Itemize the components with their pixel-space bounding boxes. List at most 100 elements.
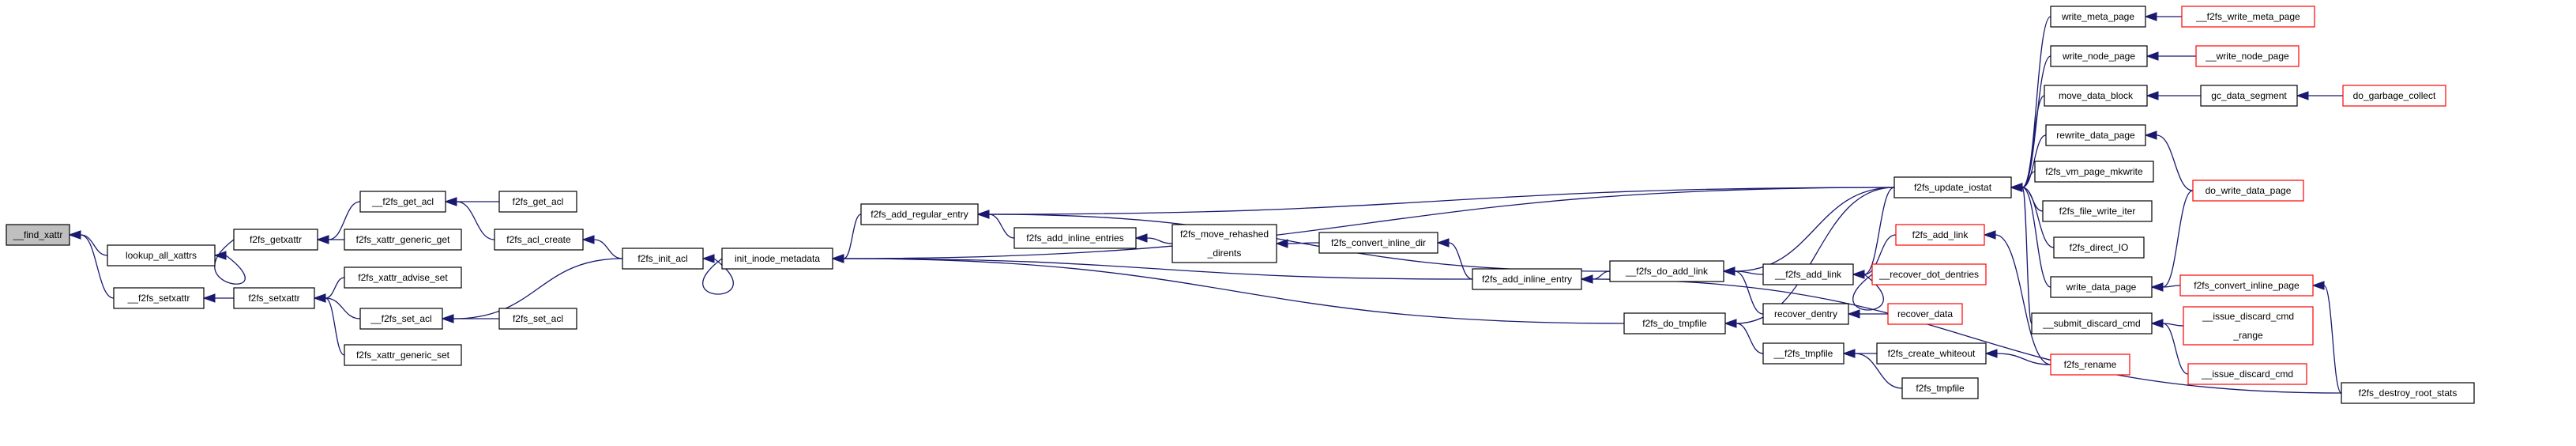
function-node[interactable]: __submit_discard_cmd — [2031, 312, 2153, 334]
function-node[interactable]: __issue_discard_cmd — [2187, 363, 2307, 385]
call-edge — [1842, 349, 1903, 389]
function-node-box — [1762, 303, 1849, 325]
function-node[interactable]: write_meta_page — [2050, 6, 2146, 28]
function-node[interactable]: f2fs_add_link — [1895, 224, 1985, 246]
function-node[interactable]: __issue_discard_cmd_range — [2183, 306, 2314, 346]
function-node[interactable]: f2fs_file_write_iter — [2042, 200, 2153, 222]
function-node[interactable]: f2fs_create_whiteout — [1876, 342, 1987, 365]
call-edge-line — [1734, 187, 1895, 272]
function-node-label: f2fs_convert_inline_page — [2194, 280, 2300, 291]
call-edge-line — [2021, 95, 2045, 188]
function-node[interactable]: rewrite_data_page — [2045, 124, 2146, 146]
function-node[interactable]: f2fs_convert_inline_dir — [1318, 232, 1438, 254]
function-node-label: f2fs_update_iostat — [1914, 182, 1992, 193]
call-edge — [1275, 239, 1320, 248]
function-node[interactable]: move_data_block — [2044, 85, 2148, 107]
call-edge-line — [1854, 353, 1903, 389]
function-node-box — [1609, 260, 1724, 282]
function-node[interactable]: f2fs_do_tmpfile — [1623, 312, 1726, 334]
call-edge — [213, 239, 246, 285]
function-node-label: f2fs_create_whiteout — [1888, 348, 1976, 359]
function-node-label: __f2fs_setxattr — [127, 293, 190, 304]
function-node-label: f2fs_direct_IO — [2070, 242, 2129, 253]
function-node[interactable]: f2fs_update_iostat — [1893, 176, 2012, 198]
call-edge-arrowhead — [1580, 274, 1593, 284]
function-node[interactable]: recover_dentry — [1762, 303, 1849, 325]
function-node[interactable]: __write_node_page — [2195, 45, 2300, 67]
function-node[interactable]: write_data_page — [2050, 276, 2153, 298]
function-node-label: write_meta_page — [2061, 11, 2134, 22]
function-node[interactable]: f2fs_xattr_generic_get — [344, 229, 462, 251]
call-edge-line — [702, 258, 734, 295]
function-node[interactable]: f2fs_convert_inline_page — [2179, 274, 2314, 297]
call-edge-arrowhead — [2144, 130, 2157, 140]
function-node-box — [2050, 45, 2148, 67]
function-node-box — [2192, 180, 2304, 202]
function-node[interactable]: f2fs_direct_IO — [2053, 236, 2145, 259]
function-node[interactable]: f2fs_destroy_root_stats — [2341, 382, 2475, 404]
call-edge-arrowhead — [581, 235, 595, 244]
call-edge-line — [2021, 187, 2033, 324]
function-node-label: f2fs_getxattr — [250, 234, 302, 245]
function-node[interactable]: f2fs_add_inline_entries — [1013, 227, 1137, 249]
function-node[interactable]: f2fs_set_acl — [498, 308, 577, 330]
function-node-box — [2342, 85, 2446, 107]
call-edge — [2311, 281, 2342, 394]
function-node[interactable]: f2fs_xattr_generic_set — [344, 344, 462, 366]
function-node[interactable]: f2fs_tmpfile — [1901, 377, 1979, 399]
call-edge-line — [2156, 134, 2194, 191]
function-node[interactable]: __f2fs_tmpfile — [1762, 342, 1845, 365]
call-edge-line — [593, 239, 623, 259]
function-node[interactable]: recover_data — [1887, 303, 1963, 325]
function-node-label: f2fs_xattr_generic_set — [356, 350, 450, 361]
function-node[interactable]: do_write_data_page — [2192, 180, 2304, 202]
function-node-label: __f2fs_do_add_link — [1625, 266, 1709, 277]
function-node[interactable]: f2fs_acl_create — [494, 229, 584, 251]
function-node-box — [2179, 274, 2314, 297]
function-node-box — [2187, 363, 2307, 385]
function-node-label: f2fs_tmpfile — [1916, 383, 1965, 394]
function-node[interactable]: write_node_page — [2050, 45, 2148, 67]
function-node[interactable]: f2fs_init_acl — [622, 248, 704, 270]
function-node-box — [1762, 263, 1854, 285]
function-node[interactable]: f2fs_add_inline_entry — [1472, 268, 1582, 290]
function-node[interactable]: f2fs_add_regular_entry — [860, 203, 979, 225]
function-node[interactable]: init_inode_metadata — [721, 248, 833, 270]
function-node-box — [1895, 224, 1985, 246]
function-node[interactable]: f2fs_setxattr — [233, 287, 315, 309]
function-node[interactable]: __recover_dot_dentries — [1871, 263, 1987, 285]
function-node-box — [359, 308, 443, 330]
function-node[interactable]: __f2fs_setxattr — [113, 287, 205, 309]
function-node[interactable]: __f2fs_set_acl — [359, 308, 443, 330]
call-edge — [1580, 274, 2342, 394]
call-edge-arrowhead — [441, 314, 454, 323]
function-node-box — [2044, 85, 2148, 107]
call-edge-arrowhead — [316, 235, 329, 244]
function-node[interactable]: f2fs_move_rehashed_dirents — [1171, 224, 1277, 263]
call-edge-arrowhead — [2145, 51, 2159, 61]
call-edge-line — [988, 187, 1895, 215]
function-node-box — [344, 229, 462, 251]
call-edge — [68, 230, 115, 299]
function-node-box — [2042, 200, 2153, 222]
call-edge-line — [2323, 285, 2342, 394]
function-node[interactable]: __f2fs_get_acl — [359, 191, 446, 213]
function-node[interactable]: __f2fs_add_link — [1762, 263, 1854, 285]
function-node[interactable]: __f2fs_write_meta_page — [2181, 6, 2315, 28]
call-edge-line — [2162, 285, 2181, 288]
call-edge-arrowhead — [444, 197, 457, 206]
function-node-label: write_node_page — [2062, 51, 2135, 62]
function-node[interactable]: lookup_all_xattrs — [107, 244, 216, 266]
function-node[interactable]: f2fs_getxattr — [233, 229, 318, 251]
function-node[interactable]: f2fs_vm_page_mkwrite — [2034, 161, 2154, 183]
function-node[interactable]: f2fs_xattr_advise_set — [344, 266, 462, 289]
function-node[interactable]: f2fs_get_acl — [498, 191, 577, 213]
call-edge-line — [1146, 237, 1173, 244]
function-node[interactable]: f2fs_rename — [2050, 353, 2130, 376]
call-edge-line — [1734, 270, 1764, 315]
function-node[interactable]: gc_data_segment — [2200, 85, 2298, 107]
call-edge-arrowhead — [2296, 91, 2309, 100]
function-node[interactable]: __find_xattr — [6, 224, 70, 246]
function-node[interactable]: __f2fs_do_add_link — [1609, 260, 1724, 282]
function-node[interactable]: do_garbage_collect — [2342, 85, 2446, 107]
